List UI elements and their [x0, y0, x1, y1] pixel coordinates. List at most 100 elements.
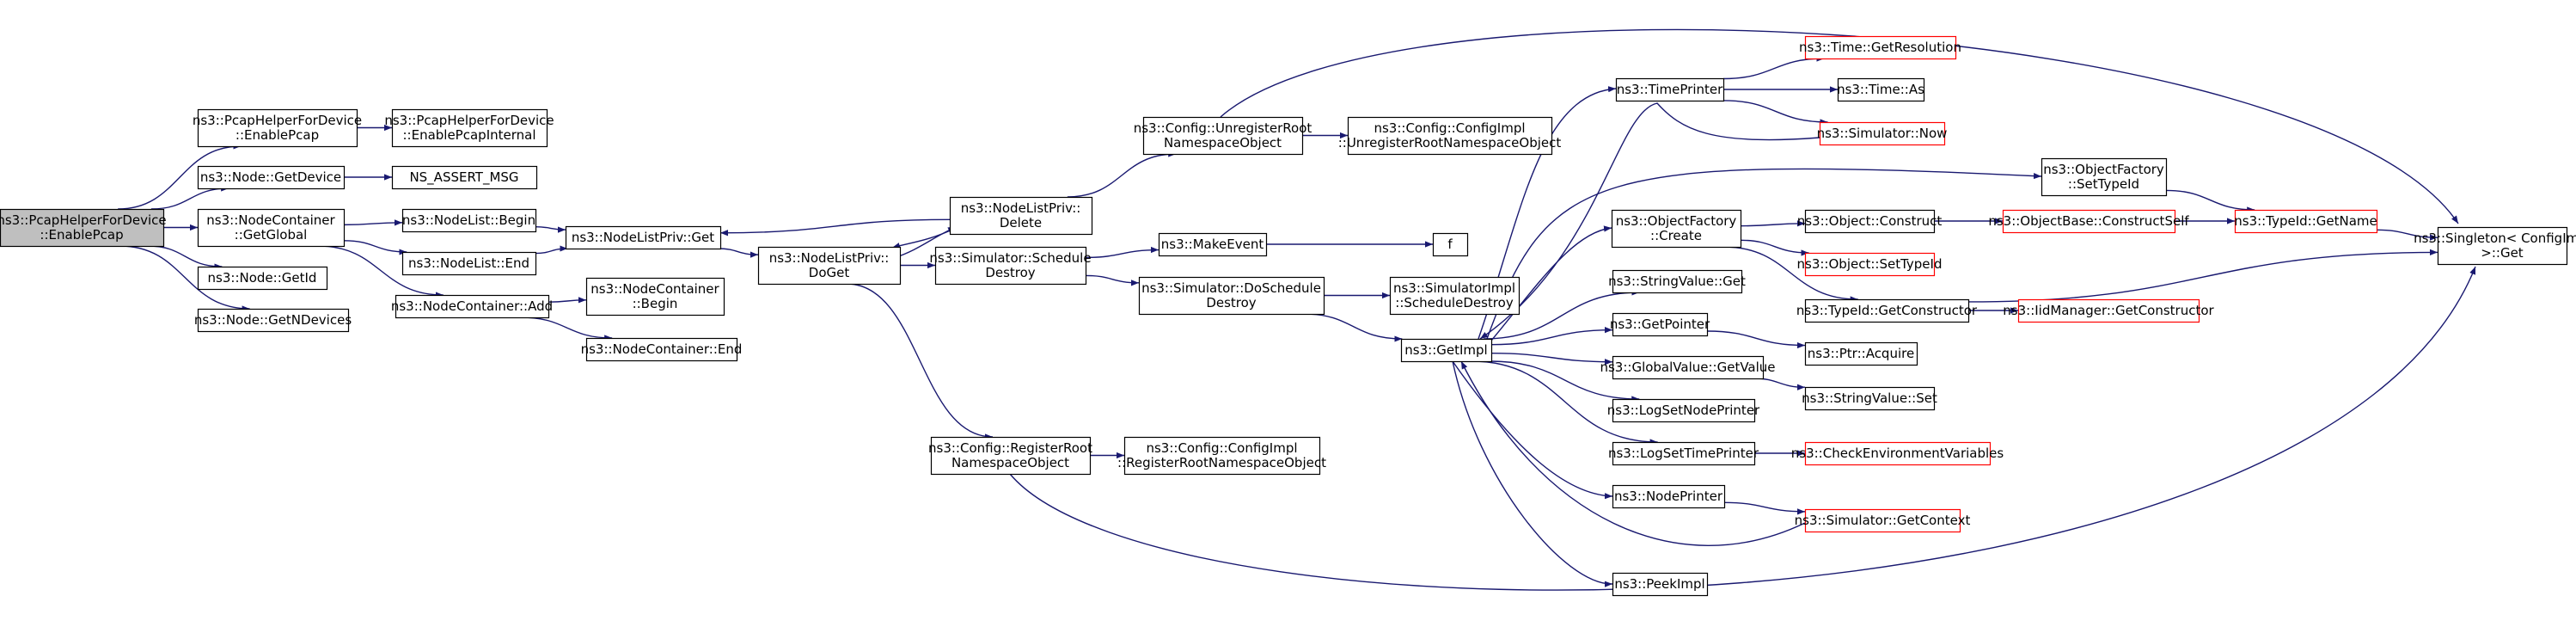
edge-root-to-getNDevices [119, 245, 250, 312]
edge-nodePrinter-to-simGetContext [1723, 501, 1806, 515]
edge-gvGetValue-to-strValSet [1753, 378, 1806, 390]
node-logSetTime[interactable]: ns3::LogSetTimePrinter [1608, 441, 1759, 466]
edge-ofSetTypeId-to-typeIdGetName [2165, 189, 2255, 213]
node-ofCreate[interactable]: ns3::ObjectFactory::Create [1611, 209, 1742, 249]
node-ptrAcquire[interactable]: ns3::Ptr::Acquire [1804, 341, 1918, 366]
node-ofSetTypeId[interactable]: ns3::ObjectFactory::SetTypeId [2041, 157, 2168, 197]
node-typeIdGetCtor[interactable]: ns3::TypeId::GetConstructor [1796, 298, 1978, 323]
node-nlpDoGet[interactable]: ns3::NodeListPriv::DoGet [757, 246, 902, 286]
node-cfgUnreg[interactable]: ns3::Config::ConfigImpl::UnregisterRootN… [1338, 116, 1562, 156]
node-label: Delete [1000, 215, 1042, 230]
node-unregRoot[interactable]: ns3::Config::UnregisterRootNamespaceObje… [1134, 116, 1312, 156]
node-cfgReg[interactable]: ns3::Config::ConfigImpl::RegisterRootNam… [1117, 436, 1326, 476]
edge-nlBegin-to-nlpGet [535, 225, 566, 233]
node-label: ns3::Singleton< ConfigImpl [2414, 230, 2576, 246]
node-label: ns3::Ptr::Acquire [1808, 346, 1914, 361]
node-label: ns3::NodeContainer [206, 212, 335, 228]
node-nlEnd[interactable]: ns3::NodeList::End [401, 251, 537, 276]
edge-getGlobal-to-ncAdd [317, 245, 444, 298]
node-strValGet[interactable]: ns3::StringValue::Get [1608, 269, 1746, 294]
edge-nlpDelete-to-nlpDoGet [891, 228, 955, 249]
node-label: ns3::PcapHelperForDevice [0, 212, 167, 228]
node-getDevice[interactable]: ns3::Node::GetDevice [197, 165, 346, 190]
node-label: NamespaceObject [1164, 135, 1282, 151]
node-box [1804, 298, 1970, 323]
node-pcapEnable[interactable]: ns3::PcapHelperForDevice::EnablePcap [193, 108, 362, 148]
node-ncBegin[interactable]: ns3::NodeContainer::Begin [585, 277, 725, 316]
node-objSetTypeId[interactable]: ns3::Object::SetTypeId [1797, 252, 1943, 277]
node-box [1612, 441, 1756, 466]
edge-root-to-getDevice [150, 185, 229, 210]
node-getNDevices[interactable]: ns3::Node::GetNDevices [194, 308, 352, 333]
edge-ofCreate-to-objSetTypeId [1740, 239, 1809, 256]
node-timeGetRes[interactable]: ns3::Time::GetResolution [1799, 35, 1961, 60]
node-nlBegin[interactable]: ns3::NodeList::Begin [401, 208, 537, 233]
node-getImpl[interactable]: ns3::GetImpl [1400, 338, 1493, 363]
node-schedDestroy[interactable]: ns3::Simulator::ScheduleDestroy [929, 246, 1092, 286]
node-label: ::SetTypeId [2068, 176, 2139, 192]
node-root[interactable]: ns3::PcapHelperForDevice::EnablePcap [0, 208, 167, 248]
node-label: ns3::Time::As [1837, 82, 1924, 97]
node-peekImpl[interactable]: ns3::PeekImpl [1612, 572, 1709, 597]
node-typeIdGetName[interactable]: ns3::TypeId::GetName [2234, 209, 2378, 234]
node-simImplSched[interactable]: ns3::SimulatorImpl::ScheduleDestroy [1389, 276, 1521, 316]
node-getPointer[interactable]: ns3::GetPointer [1610, 312, 1710, 337]
node-nlpGet[interactable]: ns3::NodeListPriv::Get [565, 225, 722, 250]
node-label: NS_ASSERT_MSG [409, 169, 518, 186]
node-makeEvent[interactable]: ns3::MakeEvent [1158, 232, 1268, 257]
node-box [1347, 116, 1553, 156]
node-strValSet[interactable]: ns3::StringValue::Set [1802, 386, 1937, 411]
edge-getImpl-to-nodePrinter [1452, 360, 1613, 500]
node-label: ns3::PeekImpl [1614, 576, 1704, 592]
edge-getImpl-to-logSetTime [1472, 360, 1658, 446]
node-singletonGet[interactable]: ns3::Singleton< ConfigImpl >::Get [2414, 226, 2576, 266]
node-gvGetValue[interactable]: ns3::GlobalValue::GetValue [1600, 355, 1776, 380]
node-label: ::EnablePcap [236, 127, 319, 143]
node-box [1612, 398, 1756, 423]
node-label: ns3::NodePrinter [1614, 489, 1723, 504]
node-checkEnv[interactable]: ns3::CheckEnvironmentVariables [1791, 441, 2004, 466]
edge-nlpDoGet-to-regRoot [847, 283, 993, 440]
node-box [197, 165, 346, 190]
node-box [1612, 572, 1709, 597]
node-getGlobal[interactable]: ns3::NodeContainer::GetGlobal [197, 208, 346, 248]
node-label: ::GetGlobal [235, 227, 308, 243]
edge-timePrinter-to-timeGetRes [1722, 55, 1825, 80]
node-timeAs[interactable]: ns3::Time::As [1837, 77, 1925, 102]
node-timePrinter[interactable]: ns3::TimePrinter [1615, 77, 1725, 102]
node-simNow[interactable]: ns3::Simulator::Now [1817, 121, 1948, 146]
node-box [197, 266, 328, 291]
edge-timePrinter-to-simNow [1722, 100, 1828, 126]
edge-getImpl-to-getPointer [1490, 327, 1613, 346]
node-ncEnd[interactable]: ns3::NodeContainer::End [581, 337, 743, 362]
node-logSetNode[interactable]: ns3::LogSetNodePrinter [1607, 398, 1760, 423]
node-nsAssert[interactable]: NS_ASSERT_MSG [391, 165, 538, 190]
node-label: ns3::Simulator::GetContext [1795, 513, 1971, 528]
node-label: ns3::Node::GetDevice [200, 169, 341, 185]
node-box [1837, 77, 1925, 102]
node-box [197, 308, 350, 333]
node-label: ns3::NodeContainer::Add [391, 298, 553, 314]
node-getId[interactable]: ns3::Node::GetId [197, 266, 328, 291]
node-objBaseConstruct[interactable]: ns3::ObjectBase::ConstructSelf [1988, 209, 2189, 234]
node-label: ns3::NodeList::Begin [402, 212, 535, 228]
node-ncAdd[interactable]: ns3::NodeContainer::Add [391, 294, 553, 319]
node-label: ns3::LogSetNodePrinter [1607, 403, 1760, 418]
node-box [1138, 276, 1325, 316]
node-label: ns3::NodeListPriv:: [769, 250, 890, 266]
node-pcapInternal[interactable]: ns3::PcapHelperForDevice::EnablePcapInte… [384, 108, 554, 148]
node-iidGetCtor[interactable]: ns3::IidManager::GetConstructor [2003, 298, 2215, 323]
edge-schedDestroy-to-doSchedDestroy [1085, 274, 1140, 286]
node-box [1804, 252, 1936, 277]
node-layer: ns3::PcapHelperForDevice::EnablePcapns3:… [0, 35, 2576, 597]
node-nodePrinter[interactable]: ns3::NodePrinter [1612, 484, 1726, 509]
node-f[interactable]: f [1432, 232, 1469, 257]
node-nlpDelete[interactable]: ns3::NodeListPriv::Delete [949, 196, 1093, 236]
node-objConstruct[interactable]: ns3::Object::Construct [1797, 209, 1943, 234]
node-regRoot[interactable]: ns3::Config::RegisterRootNamespaceObject [928, 436, 1092, 476]
node-simGetContext[interactable]: ns3::Simulator::GetContext [1795, 508, 1971, 533]
edge-getImpl-to-peekImpl [1452, 360, 1613, 587]
node-box [1804, 35, 1957, 60]
